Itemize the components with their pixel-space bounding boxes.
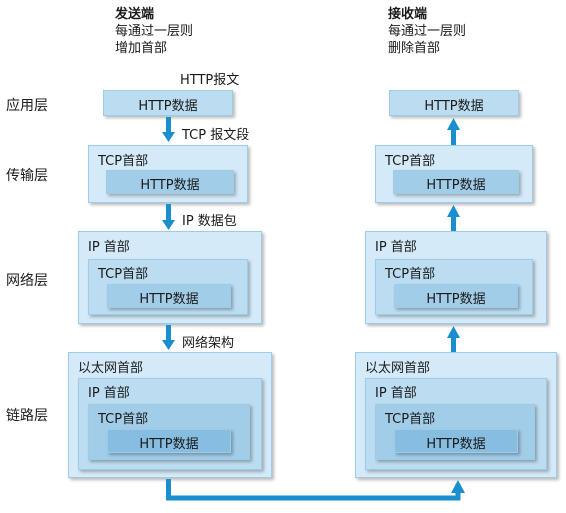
layer-label-app: 应用层 bbox=[6, 98, 48, 114]
sender-ethernet-frame: 以太网首部 IP 首部 TCP首部 HTTP数据 bbox=[68, 352, 272, 478]
label-http-message: HTTP报文 bbox=[180, 73, 240, 88]
receiver-tcp-http-data: HTTP数据 bbox=[393, 170, 519, 194]
http-data-label: HTTP数据 bbox=[138, 99, 198, 114]
down-arrow-icon bbox=[162, 325, 175, 350]
up-arrow-icon bbox=[451, 480, 465, 493]
label-network-frame: 网络架构 bbox=[182, 336, 235, 351]
label-ip-packet: IP 数据包 bbox=[182, 214, 237, 229]
receiver-ip-packet: IP 首部 TCP首部 HTTP数据 bbox=[365, 231, 547, 324]
up-arrow-icon bbox=[447, 326, 460, 352]
sender-eth-http-data: HTTP数据 bbox=[107, 429, 231, 453]
receiver-line2: 删除首部 bbox=[388, 41, 441, 56]
layer-label-network: 网络层 bbox=[6, 273, 48, 289]
http-data-label: HTTP数据 bbox=[426, 437, 486, 452]
receiver-eth-tcp: TCP首部 HTTP数据 bbox=[375, 404, 535, 460]
receiver-app-http-data: HTTP数据 bbox=[389, 90, 519, 116]
receiver-header: 接收端 每通过一层则 删除首部 bbox=[388, 6, 466, 57]
ip-header-label: IP 首部 bbox=[375, 386, 417, 401]
layer-label-link: 链路层 bbox=[6, 408, 48, 424]
tcp-header-label: TCP首部 bbox=[385, 267, 436, 282]
tcp-header-label: TCP首部 bbox=[98, 267, 149, 282]
down-arrow-icon bbox=[162, 204, 175, 230]
up-arrow-icon bbox=[447, 205, 460, 231]
tcp-header-label: TCP首部 bbox=[98, 412, 149, 427]
tcp-header-label: TCP首部 bbox=[385, 412, 436, 427]
receiver-ethernet-frame: 以太网首部 IP 首部 TCP首部 HTTP数据 bbox=[355, 352, 557, 478]
label-tcp-segment: TCP 报文段 bbox=[182, 128, 250, 143]
sender-ip-packet: IP 首部 TCP首部 HTTP数据 bbox=[78, 231, 262, 324]
http-data-label: HTTP数据 bbox=[426, 292, 486, 307]
receiver-title: 接收端 bbox=[388, 7, 428, 22]
http-data-label: HTTP数据 bbox=[139, 437, 199, 452]
http-data-label: HTTP数据 bbox=[139, 292, 199, 307]
ethernet-header-label: 以太网首部 bbox=[78, 361, 144, 376]
sender-tcp-http-data: HTTP数据 bbox=[106, 170, 234, 194]
receiver-ip-tcp: TCP首部 HTTP数据 bbox=[375, 259, 533, 315]
sender-line1: 每通过一层则 bbox=[115, 24, 194, 39]
sender-header: 发送端 每通过一层则 增加首部 bbox=[115, 6, 193, 57]
sender-eth-tcp: TCP首部 HTTP数据 bbox=[88, 404, 250, 460]
tcp-header-label: TCP首部 bbox=[98, 154, 149, 169]
receiver-ip-http-data: HTTP数据 bbox=[394, 284, 518, 308]
sender-ip-http-data: HTTP数据 bbox=[107, 284, 231, 308]
http-data-label: HTTP数据 bbox=[426, 178, 486, 193]
sender-line2: 增加首部 bbox=[115, 41, 168, 56]
receiver-tcp-segment: TCP首部 HTTP数据 bbox=[375, 145, 533, 203]
receiver-eth-http-data: HTTP数据 bbox=[394, 429, 518, 453]
ip-header-label: IP 首部 bbox=[88, 240, 130, 255]
down-arrow-icon bbox=[162, 117, 175, 142]
http-data-label: HTTP数据 bbox=[424, 99, 484, 114]
up-arrow-icon bbox=[447, 118, 460, 145]
layer-label-transport: 传输层 bbox=[6, 168, 48, 184]
transmission-line bbox=[166, 479, 461, 501]
sender-eth-ip: IP 首部 TCP首部 HTTP数据 bbox=[78, 378, 262, 470]
receiver-line1: 每通过一层则 bbox=[388, 24, 467, 39]
ip-header-label: IP 首部 bbox=[88, 386, 130, 401]
ethernet-header-label: 以太网首部 bbox=[365, 361, 431, 376]
http-data-label: HTTP数据 bbox=[140, 178, 200, 193]
sender-ip-tcp: TCP首部 HTTP数据 bbox=[88, 259, 248, 315]
sender-title: 发送端 bbox=[115, 7, 155, 22]
sender-app-http-data: HTTP数据 bbox=[103, 90, 233, 116]
tcp-header-label: TCP首部 bbox=[385, 154, 436, 169]
ip-header-label: IP 首部 bbox=[375, 240, 417, 255]
sender-tcp-segment: TCP首部 HTTP数据 bbox=[88, 145, 248, 203]
receiver-eth-ip: IP 首部 TCP首部 HTTP数据 bbox=[365, 378, 547, 470]
